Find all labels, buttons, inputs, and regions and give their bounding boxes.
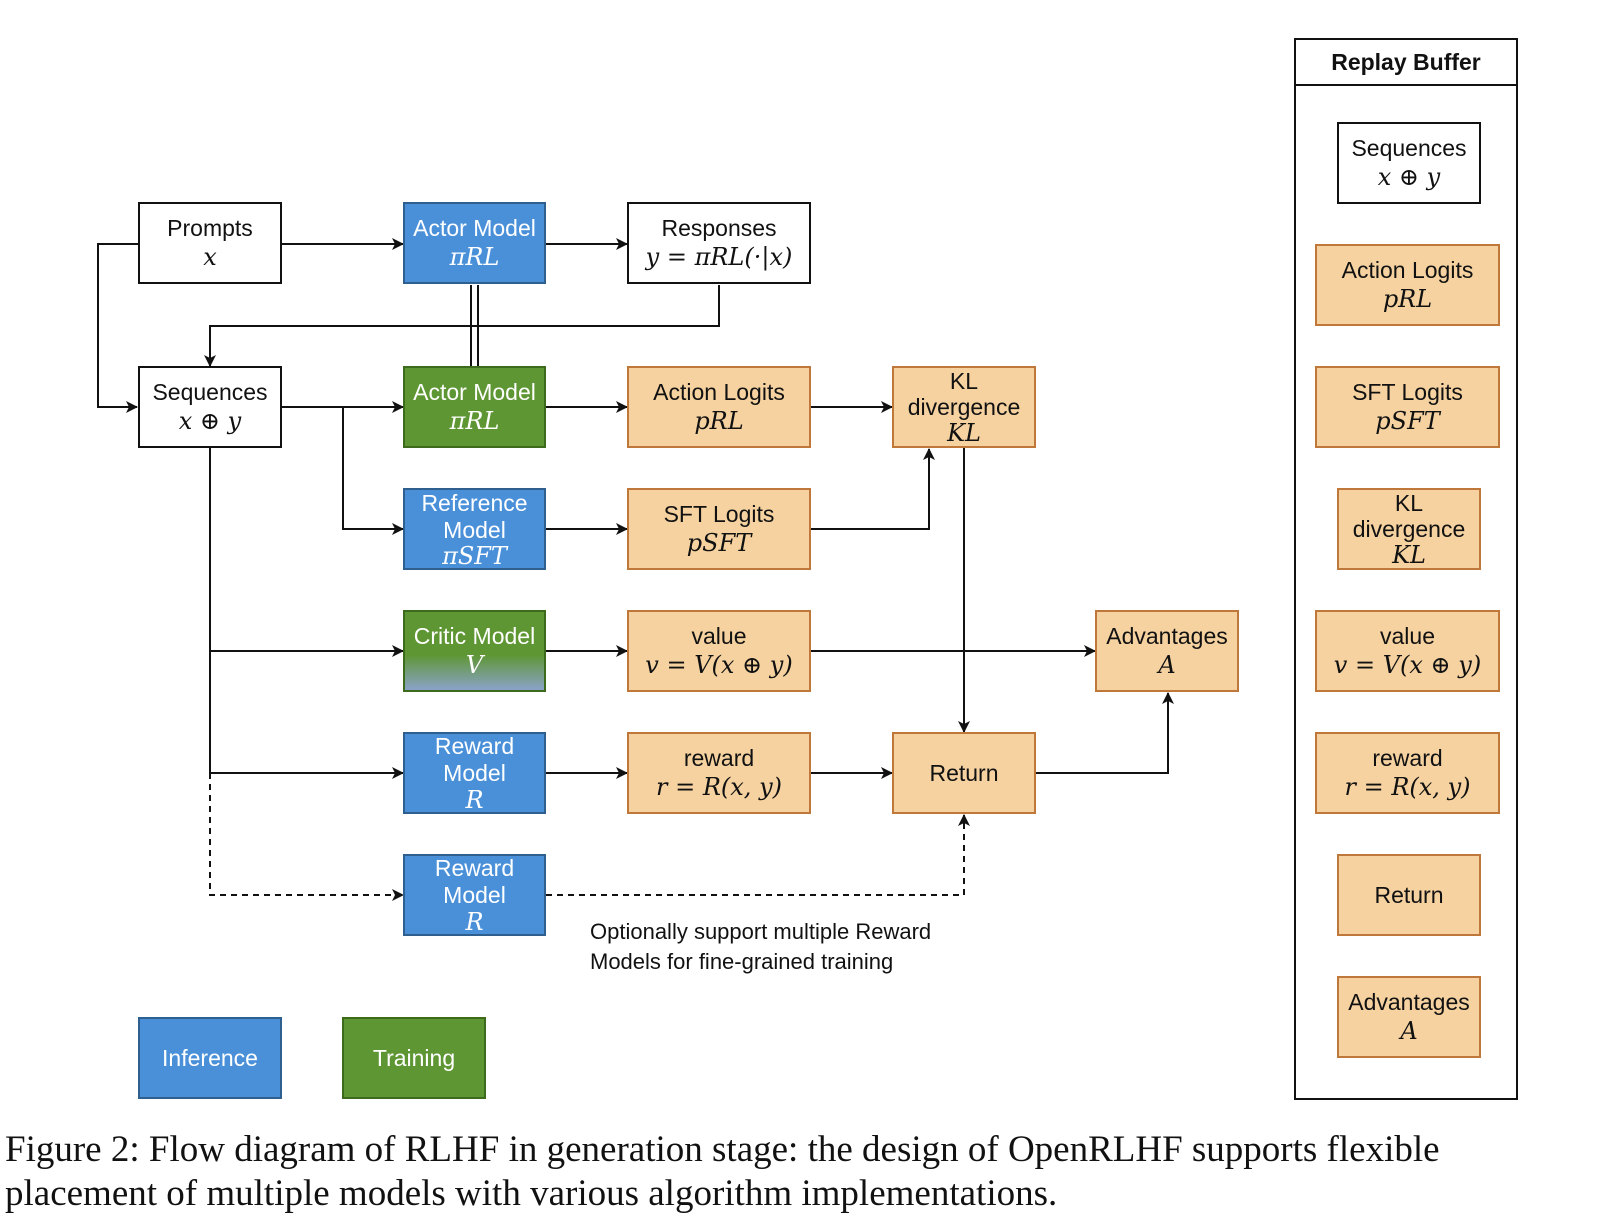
actor-model-inference-node: Actor Model πRL xyxy=(403,202,546,284)
buffer-action-logits: Action Logits pRL xyxy=(1315,244,1500,326)
buffer-kl-math: KL xyxy=(1392,541,1426,569)
action-logits-label: Action Logits xyxy=(653,379,785,405)
reward-math: R xyxy=(465,786,484,814)
edge-responses-sequences xyxy=(204,285,720,367)
return-node: Return xyxy=(892,732,1036,814)
reference-model-node: Reference Model πSFT xyxy=(403,488,546,570)
edge-reward2-return-dashed xyxy=(546,814,970,896)
advantages-math: A xyxy=(1158,651,1176,679)
buffer-action-logits-math: pRL xyxy=(1382,285,1433,313)
legend-inference: Inference xyxy=(138,1017,282,1099)
actor-top-math: πRL xyxy=(449,243,500,271)
actor-train-label: Actor Model xyxy=(413,379,536,405)
actor-train-math: πRL xyxy=(449,407,500,435)
kl-math: KL xyxy=(947,419,981,447)
buffer-advantages-label: Advantages xyxy=(1348,989,1470,1015)
edge-seq-reference xyxy=(342,407,404,535)
buffer-value: value v = V(x ⊕ y) xyxy=(1315,610,1500,692)
legend-training-label: Training xyxy=(372,1045,456,1071)
value-math: v = V(x ⊕ y) xyxy=(645,651,793,679)
reward2-label-1: Reward xyxy=(434,855,515,881)
buffer-advantages-math: A xyxy=(1400,1017,1418,1045)
reward2-label-2: Model xyxy=(443,882,506,908)
buffer-sequences-math: x ⊕ y xyxy=(1377,163,1441,191)
kl-divergence-node: KL divergence KL xyxy=(892,366,1036,448)
note-line-2: Models for fine-grained training xyxy=(590,949,894,974)
buffer-action-logits-label: Action Logits xyxy=(1341,257,1474,283)
buffer-value-label: value xyxy=(1380,623,1435,649)
replay-buffer-panel: Replay Buffer Sequences x ⊕ y Action Log… xyxy=(1294,38,1518,1100)
buffer-reward-math: r = R(x, y) xyxy=(1344,773,1471,801)
sequences-label: Sequences xyxy=(152,379,268,405)
advantages-node: Advantages A xyxy=(1095,610,1239,692)
reward-model-node: Reward Model R xyxy=(403,732,546,814)
buffer-value-math: v = V(x ⊕ y) xyxy=(1333,651,1482,679)
legend-inference-label: Inference xyxy=(162,1045,258,1071)
sft-logits-label: SFT Logits xyxy=(663,501,775,527)
prompts-node: Prompts x xyxy=(138,202,282,284)
responses-label: Responses xyxy=(661,215,777,241)
return-label: Return xyxy=(929,760,999,786)
legend-training: Training xyxy=(342,1017,486,1099)
buffer-reward: reward r = R(x, y) xyxy=(1315,732,1500,814)
buffer-return: Return xyxy=(1337,854,1481,936)
edge-prompts-sequences xyxy=(97,243,138,413)
reward-out-label: reward xyxy=(683,745,755,771)
critic-label: Critic Model xyxy=(413,623,536,649)
reward-label-1: Reward xyxy=(434,733,515,759)
buffer-kl-label-1: KL xyxy=(1394,490,1424,516)
edge-return-advantages xyxy=(1036,692,1174,774)
prompts-label: Prompts xyxy=(167,215,253,241)
buffer-sft-logits-math: pSFT xyxy=(1375,407,1440,435)
reference-math: πSFT xyxy=(442,542,507,570)
edge-sftlogits-kl xyxy=(811,448,935,530)
buffer-kl: KL divergence KL xyxy=(1337,488,1481,570)
figure-caption: Figure 2: Flow diagram of RLHF in genera… xyxy=(5,1128,1605,1216)
action-logits-node: Action Logits pRL xyxy=(627,366,811,448)
edge-seq-reward2-dashed xyxy=(209,773,404,901)
buffer-sequences: Sequences x ⊕ y xyxy=(1337,122,1481,204)
buffer-sft-logits: SFT Logits pSFT xyxy=(1315,366,1500,448)
critic-model-node: Critic Model V xyxy=(403,610,546,692)
responses-node: Responses y = πRL(·|x) xyxy=(627,202,811,284)
note-line-1: Optionally support multiple Reward xyxy=(590,919,932,944)
responses-math: y = πRL(·|x) xyxy=(645,243,793,271)
sft-logits-node: SFT Logits pSFT xyxy=(627,488,811,570)
caption-line-2: placement of multiple models with variou… xyxy=(5,1173,1058,1214)
replay-buffer-title: Replay Buffer xyxy=(1296,40,1516,86)
sequences-math: x ⊕ y xyxy=(178,407,242,435)
reward-output-node: reward r = R(x, y) xyxy=(627,732,811,814)
sequences-node: Sequences x ⊕ y xyxy=(138,366,282,448)
kl-label-2: divergence xyxy=(907,394,1021,420)
buffer-kl-label-2: divergence xyxy=(1352,516,1466,542)
actor-model-training-node: Actor Model πRL xyxy=(403,366,546,448)
critic-math: V xyxy=(465,651,484,679)
actor-top-label: Actor Model xyxy=(413,215,536,241)
buffer-reward-label: reward xyxy=(1372,745,1443,771)
reward2-math: R xyxy=(465,908,484,936)
reference-label-2: Model xyxy=(443,517,506,543)
value-node: value v = V(x ⊕ y) xyxy=(627,610,811,692)
buffer-sequences-label: Sequences xyxy=(1351,135,1467,161)
prompts-math: x xyxy=(203,243,217,271)
optional-reward-note: Optionally support multiple Reward Model… xyxy=(590,917,1010,977)
reward-model-optional-node: Reward Model R xyxy=(403,854,546,936)
action-logits-math: pRL xyxy=(694,407,744,435)
sft-logits-math: pSFT xyxy=(686,529,752,557)
value-label: value xyxy=(691,623,747,649)
buffer-sft-logits-label: SFT Logits xyxy=(1352,379,1463,405)
reward-label-2: Model xyxy=(443,760,506,786)
buffer-advantages: Advantages A xyxy=(1337,976,1481,1058)
kl-label-1: KL xyxy=(949,368,979,394)
reference-label-1: Reference xyxy=(421,490,528,516)
buffer-return-label: Return xyxy=(1374,882,1444,908)
advantages-label: Advantages xyxy=(1106,623,1228,649)
caption-line-1: Figure 2: Flow diagram of RLHF in genera… xyxy=(5,1129,1440,1170)
reward-out-math: r = R(x, y) xyxy=(656,773,782,801)
